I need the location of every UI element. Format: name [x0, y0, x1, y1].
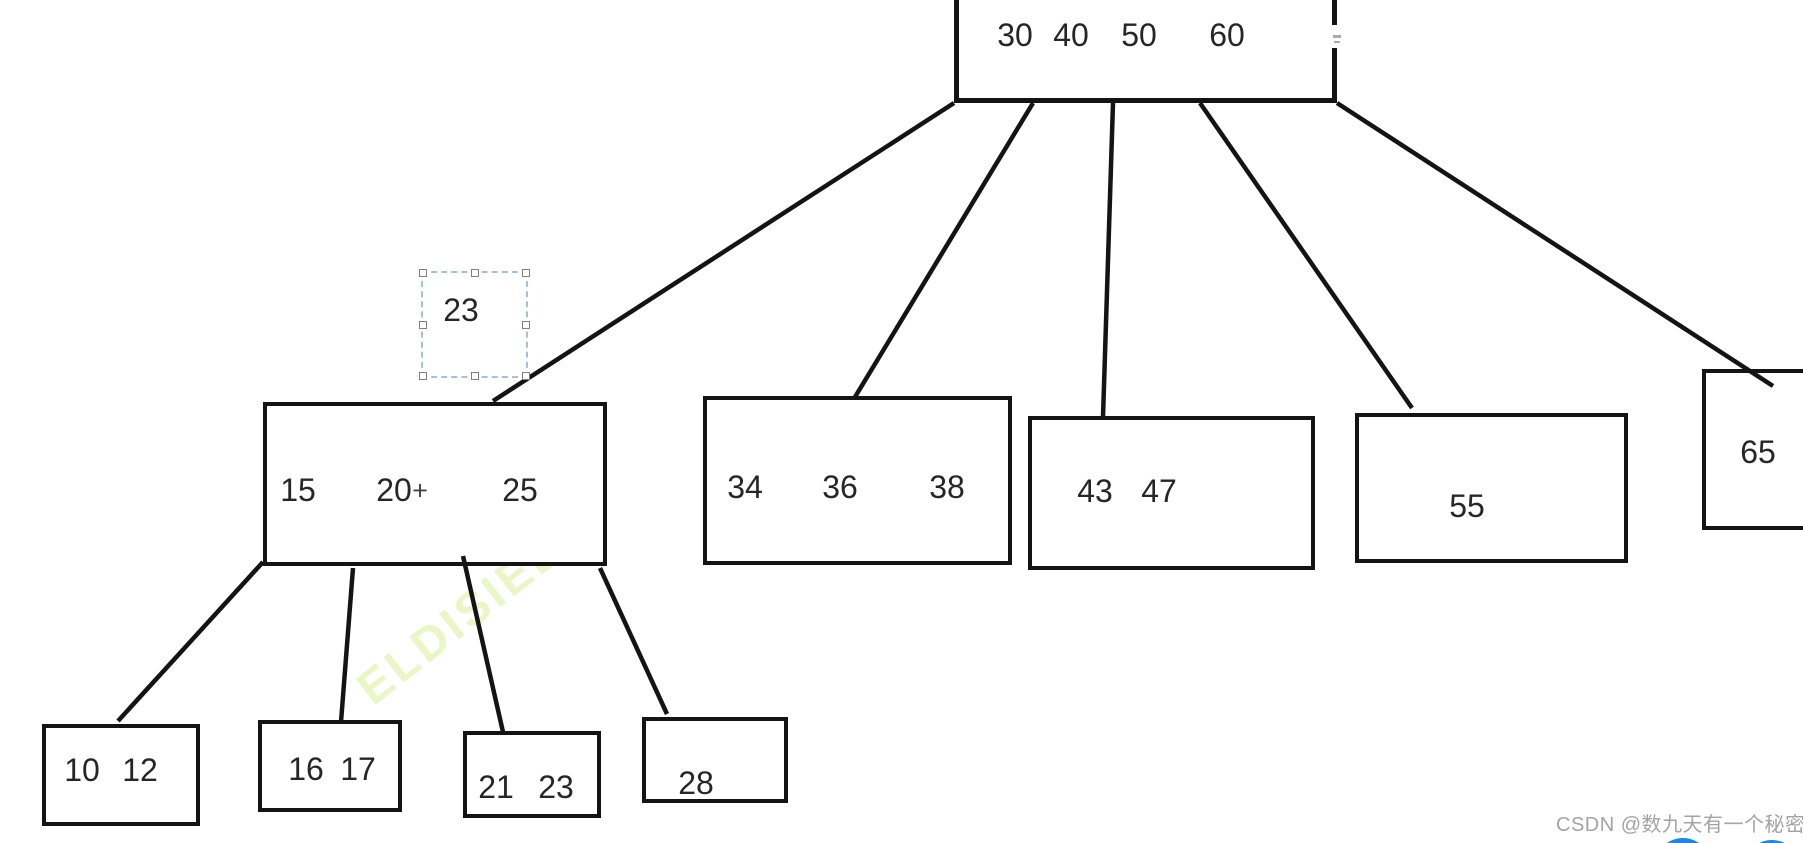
- btree-node-34-36-38[interactable]: 34 36 38: [703, 396, 1012, 565]
- node-key: 25: [502, 472, 538, 508]
- border-gap-dash: [1333, 35, 1341, 38]
- edge-root-to-65[interactable]: [1335, 101, 1775, 388]
- btree-node-65[interactable]: 65: [1702, 369, 1803, 530]
- selection-handle-top-mid[interactable]: [470, 269, 479, 277]
- node-key: 65: [1740, 434, 1776, 470]
- node-key: 15: [280, 472, 316, 508]
- selection-handle-top-right[interactable]: [522, 269, 530, 277]
- node-key: 43: [1077, 473, 1113, 509]
- node-key: 21: [478, 769, 514, 805]
- node-key: 55: [1449, 488, 1485, 524]
- csdn-watermark: CSDN @数九天有一个秘密: [1556, 814, 1803, 836]
- btree-node-55[interactable]: 55: [1355, 413, 1628, 563]
- selected-shape-23[interactable]: 23: [419, 269, 530, 380]
- node-key: 30: [997, 17, 1033, 53]
- selected-shape-label: 23: [443, 292, 479, 328]
- btree-node-10-12[interactable]: 10 12: [42, 724, 200, 826]
- node-key: 40: [1053, 17, 1089, 53]
- node-key: 60: [1209, 17, 1245, 53]
- node-key: 23: [538, 769, 574, 805]
- node-key: 38: [929, 469, 965, 505]
- node-key: 34: [727, 469, 763, 505]
- node-key: 36: [822, 469, 858, 505]
- node-key: 28: [678, 765, 714, 801]
- node-key: 20: [376, 472, 412, 508]
- avatar-circle: [1744, 840, 1800, 843]
- border-gap-dash: [1334, 41, 1340, 43]
- btree-node-15-20-25[interactable]: 15 20 + 25: [263, 402, 607, 566]
- selection-handle-bottom-mid[interactable]: [470, 372, 479, 380]
- selection-handle-mid-left[interactable]: [419, 320, 427, 329]
- text-cursor-crosshair-icon: +: [412, 475, 428, 506]
- btree-node-21-23[interactable]: 21 23: [463, 731, 601, 818]
- edge-15-to-28[interactable]: [597, 567, 670, 715]
- node-key: 16: [288, 751, 324, 787]
- node-key: 17: [340, 751, 376, 787]
- btree-node-16-17[interactable]: 16 17: [258, 720, 402, 812]
- edge-root-to-55[interactable]: [1198, 101, 1414, 410]
- edge-root-to-15[interactable]: [491, 101, 956, 403]
- btree-node-root[interactable]: 30 40 50 60: [954, 0, 1337, 103]
- selection-handle-bottom-left[interactable]: [419, 372, 427, 380]
- selection-handle-top-left[interactable]: [419, 269, 427, 277]
- node-key: 50: [1121, 17, 1157, 53]
- node-key: 47: [1141, 473, 1177, 509]
- node-key: 12: [122, 752, 158, 788]
- selection-handle-mid-right[interactable]: [522, 320, 530, 329]
- edge-15-to-21[interactable]: [460, 555, 506, 733]
- edge-root-to-43[interactable]: [1100, 102, 1116, 418]
- avatar-circle: [1655, 838, 1711, 843]
- btree-node-28[interactable]: 28: [642, 717, 788, 803]
- edge-15-to-16[interactable]: [338, 567, 356, 723]
- edge-15-to-10[interactable]: [116, 560, 265, 723]
- btree-node-43-47[interactable]: 43 47: [1028, 416, 1315, 570]
- node-key: 10: [64, 752, 100, 788]
- selection-handle-bottom-right[interactable]: [522, 372, 530, 380]
- edge-root-to-34[interactable]: [853, 101, 1035, 399]
